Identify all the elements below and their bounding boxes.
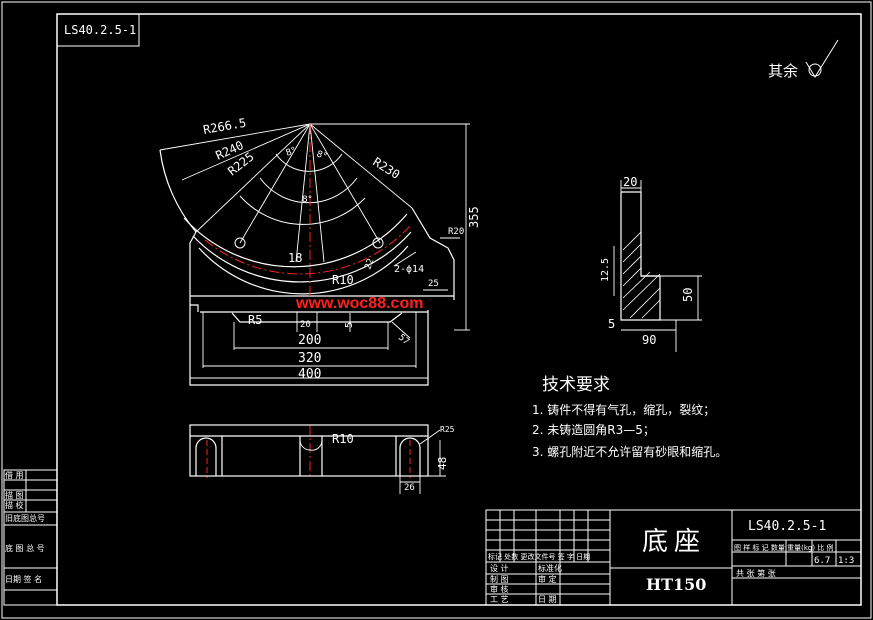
dim-angle-2: 8°: [315, 149, 328, 162]
bottom-view: [189, 424, 429, 477]
strip-label-2: 描 图: [5, 490, 24, 500]
tech-item-1: 1. 铸件不得有气孔，缩孔，裂纹；: [532, 402, 715, 417]
dim-50: 50: [681, 288, 695, 302]
tech-heading: 技术要求: [542, 375, 610, 395]
front-dim-lines: [190, 237, 460, 379]
dim-r5: R5: [248, 313, 262, 327]
front-view: [159, 149, 455, 386]
dim-20-front: 20: [300, 320, 311, 330]
dim-5-front: 5: [344, 322, 355, 328]
dim-355: 355: [467, 206, 481, 228]
tb-role-4: 工 艺: [490, 595, 509, 604]
tb-sheet-row: 共 张 第 张: [736, 568, 776, 578]
roughness-symbol-icon: [805, 39, 839, 78]
dim-25-front: 25: [428, 279, 439, 289]
strip-label-6: 日期 签 名: [5, 574, 42, 584]
watermark: www.woc88.com: [295, 295, 423, 312]
dim-22: 22: [363, 257, 376, 271]
dim-r266: R266.5: [202, 116, 247, 137]
code-box-text: LS40.2.5-1: [64, 23, 136, 37]
tb-header-row: 图 样 标 记 数量 重量(kg) 比 例: [734, 543, 834, 552]
tech-item-2: 2. 未铸造圆角R3—5；: [532, 422, 655, 437]
section-view: [620, 191, 661, 321]
tb-role-1: 设 计: [490, 563, 509, 573]
tb-rev-header: 标记 处数 更改文件号 签 字 日期: [488, 552, 590, 561]
radial-dim-lines: [159, 123, 470, 331]
tb-code: LS40.2.5-1: [748, 519, 826, 534]
tb-role-3: 审 核: [490, 584, 509, 594]
dim-18: 18: [288, 251, 302, 265]
roughness-note: 其余: [768, 62, 798, 80]
tb-scale: 1:3: [838, 556, 854, 566]
dim-angle-3: 8°: [302, 195, 312, 205]
dim-200: 200: [298, 333, 321, 348]
tb-weight: 6.7: [814, 556, 830, 566]
dim-angle-1: 8°: [285, 146, 298, 159]
dim-r25: R25: [440, 425, 455, 434]
strip-label-3: 描 校: [5, 500, 24, 510]
dim-26: 26: [404, 483, 415, 493]
dim-r20: R20: [448, 227, 464, 237]
dim-r10-bottom: R10: [332, 432, 354, 446]
bottom-dim-lines: [399, 429, 446, 494]
tb-role2-2: 审 定: [538, 574, 557, 584]
strip-label-5: 底 图 总 号: [5, 543, 45, 553]
code-box: [56, 13, 140, 47]
tb-part-name: 底座: [642, 527, 706, 557]
strip-label-4: 旧底图总号: [5, 513, 45, 523]
hole-left-icon: [234, 237, 246, 249]
dim-48: 48: [436, 457, 449, 470]
drawing-frame: [56, 13, 862, 606]
strip-label-1: 借 用: [5, 470, 24, 480]
title-block: [485, 509, 862, 606]
dim-holes: 2-ϕ14: [394, 264, 424, 275]
dim-12-5: 12.5: [600, 258, 611, 282]
section-dim-lines: [613, 180, 702, 352]
tb-role2-4: 日 期: [538, 595, 557, 604]
left-strip: [3, 469, 58, 606]
center-lines: [204, 124, 411, 478]
dim-r10-front: R10: [332, 273, 354, 287]
tb-material: HT150: [646, 575, 706, 594]
tb-role2-1: 标准化: [538, 563, 562, 573]
tb-role-2: 制 图: [490, 574, 509, 584]
dim-400: 400: [298, 367, 321, 382]
dim-section-20: 20: [623, 175, 637, 189]
dim-90: 90: [642, 333, 656, 347]
dim-section-5: 5: [608, 317, 615, 331]
dim-320: 320: [298, 351, 321, 366]
section-hatch: [622, 231, 661, 319]
dim-57: 57: [396, 333, 411, 348]
tech-item-3: 3. 螺孔附近不允许留有砂眼和缩孔。: [532, 444, 727, 459]
hole-right-icon: [372, 237, 384, 249]
